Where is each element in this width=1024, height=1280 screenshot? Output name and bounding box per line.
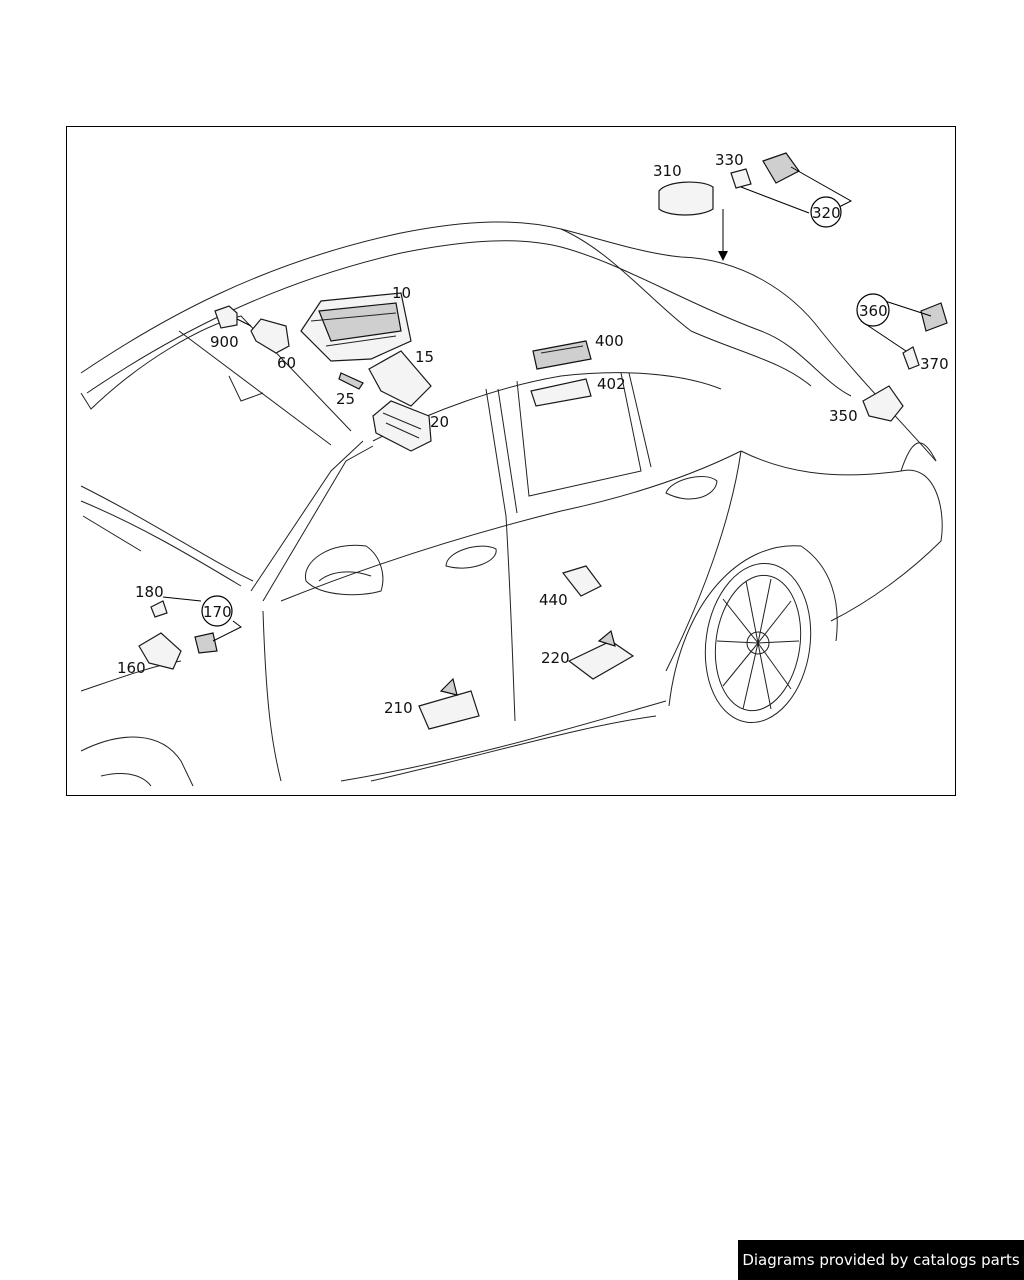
label-400: 400 bbox=[595, 332, 624, 350]
label-170: 170 bbox=[203, 603, 232, 621]
callout-circle-320 bbox=[810, 196, 842, 228]
part-350-lamp bbox=[862, 385, 904, 422]
part-170-socket bbox=[194, 632, 218, 654]
part-220-lamp bbox=[567, 629, 635, 680]
part-210-lamp bbox=[418, 677, 480, 730]
leader-lines bbox=[162, 166, 932, 642]
label-900: 900 bbox=[210, 333, 239, 351]
label-220: 220 bbox=[541, 649, 570, 667]
part-400-lamp bbox=[532, 340, 592, 370]
part-402-lens bbox=[530, 378, 592, 407]
callout-circle-170 bbox=[201, 595, 233, 627]
part-180-bulb bbox=[150, 600, 168, 618]
label-320: 320 bbox=[812, 204, 841, 222]
label-360: 360 bbox=[859, 302, 888, 320]
part-330-bulb bbox=[730, 168, 752, 189]
part-310-lens bbox=[658, 181, 714, 216]
label-330: 330 bbox=[715, 151, 744, 169]
part-15-lamp-lens bbox=[368, 350, 432, 407]
label-15: 15 bbox=[415, 348, 434, 366]
part-25-clip bbox=[338, 372, 364, 390]
part-370-bulb bbox=[902, 346, 920, 370]
label-210: 210 bbox=[384, 699, 413, 717]
credit-banner: Diagrams provided by catalogs parts bbox=[738, 1240, 1024, 1280]
label-20: 20 bbox=[430, 413, 449, 431]
label-180: 180 bbox=[135, 583, 164, 601]
part-160-lamp bbox=[138, 632, 182, 670]
label-370: 370 bbox=[920, 355, 949, 373]
label-440: 440 bbox=[539, 591, 568, 609]
part-10-overhead-panel bbox=[300, 292, 412, 362]
parts-diagram: 10 15 20 25 60 900 310 330 320 360 370 3… bbox=[80, 151, 949, 787]
part-20-lamp-housing bbox=[372, 400, 432, 452]
label-25: 25 bbox=[336, 390, 355, 408]
label-10: 10 bbox=[392, 284, 411, 302]
part-360-connector bbox=[920, 302, 948, 332]
car-body-outline bbox=[80, 209, 943, 787]
label-60: 60 bbox=[277, 354, 296, 372]
diagram-frame: 10 15 20 25 60 900 310 330 320 360 370 3… bbox=[66, 126, 956, 796]
label-402: 402 bbox=[597, 375, 626, 393]
label-350: 350 bbox=[829, 407, 858, 425]
callout-circle-360 bbox=[856, 293, 890, 327]
label-310: 310 bbox=[653, 162, 682, 180]
part-60-lamp bbox=[250, 318, 290, 354]
part-440-lamp bbox=[561, 565, 602, 597]
label-160: 160 bbox=[117, 659, 146, 677]
